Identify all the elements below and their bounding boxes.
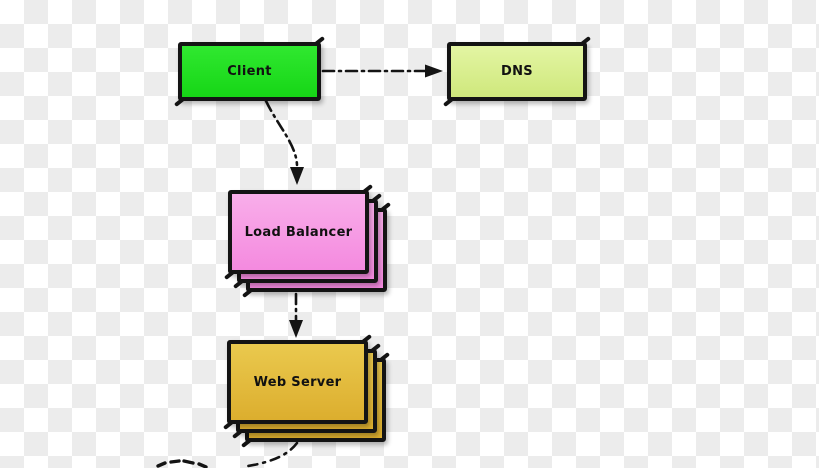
node-client: Client [178, 42, 321, 101]
arrowhead-loadbalancer-webserver [289, 320, 303, 338]
edge-webserver-offscreen [246, 441, 299, 468]
arrowhead-client-dns [425, 64, 443, 78]
node-dns-label: DNS [501, 64, 533, 79]
web-server-stack-front: Web Server [227, 340, 368, 424]
clipped-text-fragment [156, 459, 208, 468]
edge-client-loadbalancer [264, 99, 299, 167]
node-load-balancer: Load Balancer [228, 190, 387, 292]
node-web-server-label: Web Server [253, 374, 342, 390]
node-client-label: Client [227, 64, 272, 79]
node-dns: DNS [447, 42, 587, 101]
load-balancer-stack-front: Load Balancer [228, 190, 369, 274]
node-web-server: Web Server [227, 340, 386, 442]
arrowhead-client-loadbalancer [290, 167, 304, 185]
node-load-balancer-label: Load Balancer [244, 224, 353, 240]
